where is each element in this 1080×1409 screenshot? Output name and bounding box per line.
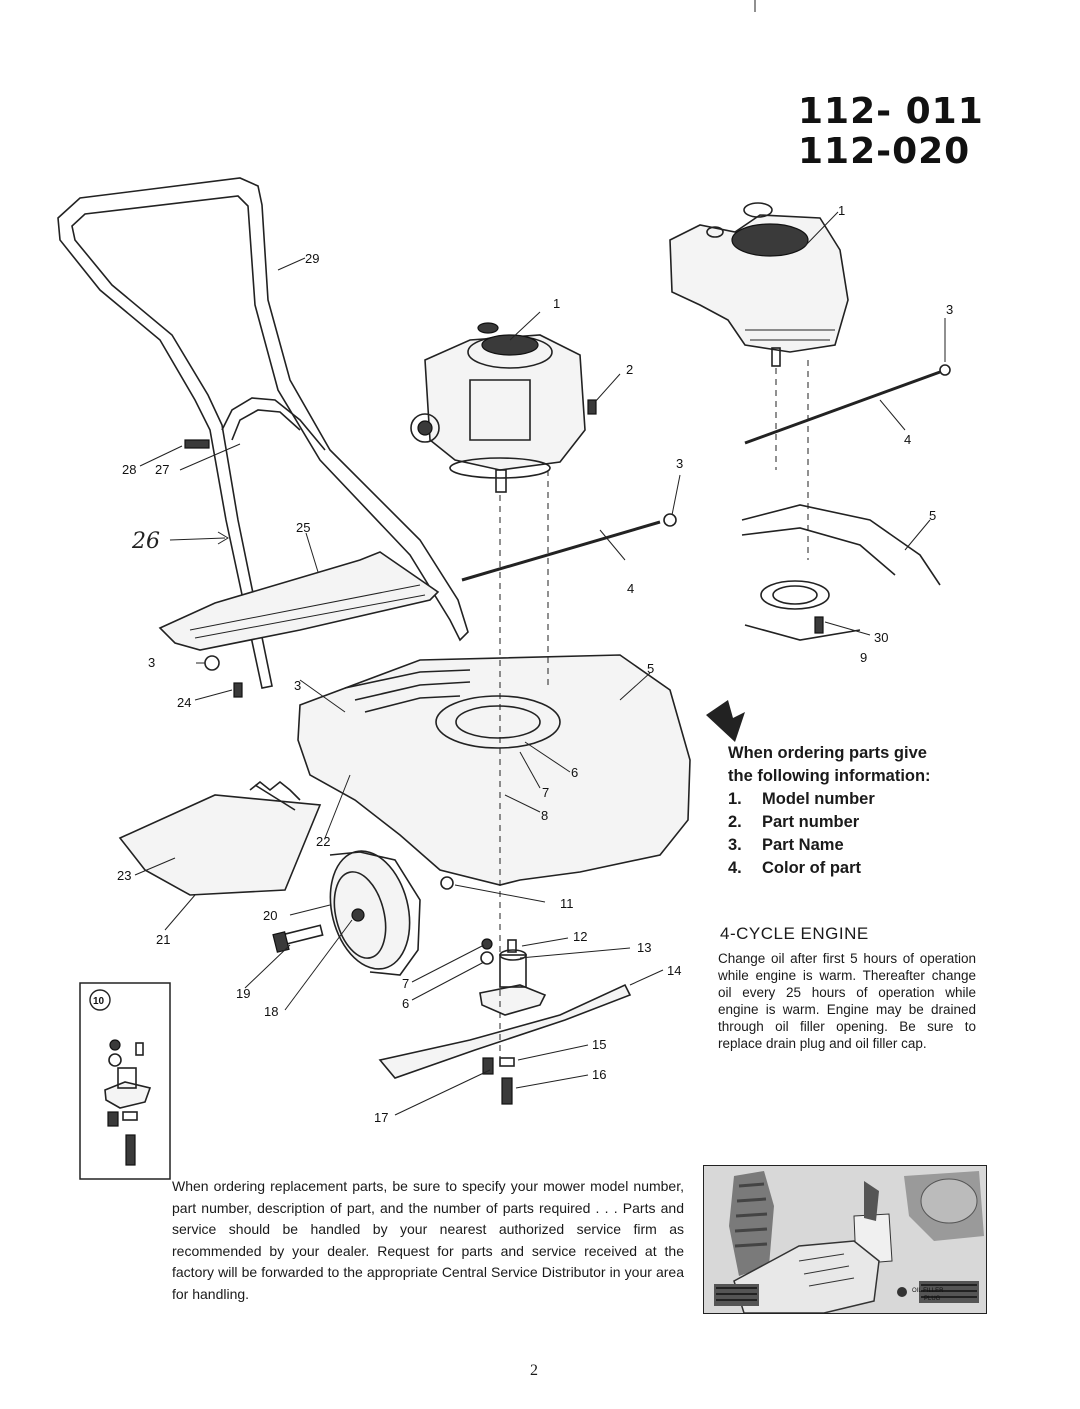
model-number-1: 112- 011	[798, 91, 984, 132]
washer-16	[499, 1057, 515, 1067]
callout-5b: 5	[929, 508, 936, 523]
rear-deflector	[118, 780, 322, 896]
ordering-item: 1. Model number	[728, 788, 931, 811]
callout-7b: 7	[402, 976, 409, 991]
item-text: Model number	[762, 790, 875, 808]
callout-23: 23	[117, 868, 131, 883]
callout-14: 14	[667, 963, 681, 978]
nut-3	[204, 655, 220, 671]
callout-29: 29	[305, 251, 319, 266]
washer-12	[481, 938, 493, 950]
deflector-plate	[158, 551, 440, 651]
deck-detail-right	[741, 504, 941, 641]
callout-1b: 1	[838, 203, 845, 218]
washer-11	[440, 876, 454, 890]
item-number: 1.	[728, 790, 742, 808]
engine-title: 4-CYCLE ENGINE	[720, 924, 869, 943]
callout-5: 5	[647, 661, 654, 676]
item-number: 2.	[728, 813, 742, 831]
item-number: 4.	[728, 859, 742, 877]
callout-24: 24	[177, 695, 191, 710]
callout-11: 11	[560, 896, 574, 911]
ordering-item: 4. Color of part	[728, 857, 931, 880]
handle-assembly	[57, 177, 469, 689]
callout-27: 27	[155, 462, 169, 477]
callout-1: 1	[553, 296, 560, 311]
callout-20: 20	[263, 908, 277, 923]
inset-detail: 10	[79, 982, 171, 1180]
model-number-2: 112-020	[798, 131, 971, 172]
ordering-item: 3. Part Name	[728, 834, 931, 857]
callout-16: 16	[592, 1067, 606, 1082]
callout-22: 22	[316, 834, 330, 849]
item-text: Part Name	[762, 836, 844, 854]
callout-25: 25	[296, 520, 310, 535]
oil-filler-label-2: PLUG	[924, 1296, 941, 1302]
wheel-bolt	[272, 924, 324, 953]
item-text: Color of part	[762, 859, 861, 877]
callout-12: 12	[573, 929, 587, 944]
washer-7	[480, 951, 494, 965]
axle-rod-left	[461, 520, 661, 582]
blade-adapter	[479, 949, 547, 1016]
callout-4b: 4	[904, 432, 911, 447]
axle-rod-right	[744, 370, 941, 445]
key-13	[507, 939, 517, 953]
oil-filler-photo: OIL FILLER PLUG	[703, 1165, 987, 1314]
callout-3: 3	[676, 456, 683, 471]
ordering-heading-2: the following information:	[728, 767, 931, 785]
bolt-15	[482, 1057, 494, 1075]
callout-3c: 3	[148, 655, 155, 670]
oil-filler-label-1: OIL FILLER	[912, 1288, 944, 1294]
callout-15: 15	[592, 1037, 606, 1052]
callout-17: 17	[374, 1110, 388, 1125]
callout-21: 21	[156, 932, 170, 947]
pin-24	[233, 682, 243, 698]
leader-lines	[134, 211, 946, 1116]
callout-10: 10	[93, 996, 105, 1007]
callout-3b: 3	[946, 302, 953, 317]
page-number: 2	[530, 1362, 538, 1379]
ordering-item: 2. Part number	[728, 811, 931, 834]
ordering-info: When ordering parts give the following i…	[728, 742, 931, 880]
blade-bolt-17	[501, 1077, 513, 1105]
callout-19: 19	[236, 986, 250, 1001]
callout-28: 28	[122, 462, 136, 477]
callout-30: 30	[874, 630, 888, 645]
callout-18: 18	[264, 1004, 278, 1019]
callout-13: 13	[637, 940, 651, 955]
callout-26-handwritten: 26	[131, 529, 160, 554]
callout-6b: 6	[402, 996, 409, 1011]
mower-deck	[297, 654, 691, 886]
item-text: Part number	[762, 813, 860, 831]
engine-center	[410, 322, 586, 493]
arrow-icon	[706, 700, 745, 742]
callout-7: 7	[542, 785, 549, 800]
bolt-2	[587, 399, 597, 415]
item-number: 3.	[728, 836, 742, 854]
callout-6: 6	[571, 765, 578, 780]
callout-3d: 3	[294, 678, 301, 693]
callout-labels: 1 1 2 3 3 3 3 4 4 5 5 6 6 7 7 8 9 11 12 …	[117, 203, 953, 1125]
ordering-heading-1: When ordering parts give	[728, 744, 927, 762]
engine-instructions: Change oil after first 5 hours of operat…	[718, 951, 976, 1051]
wheel	[329, 850, 421, 976]
replacement-parts-text: When ordering replacement parts, be sure…	[172, 1178, 684, 1302]
callout-4: 4	[627, 581, 634, 596]
callout-8: 8	[541, 808, 548, 823]
bolt-28	[184, 439, 210, 449]
engine-right	[669, 202, 849, 367]
callout-9: 9	[860, 650, 867, 665]
blade	[378, 983, 632, 1079]
callout-2: 2	[626, 362, 633, 377]
